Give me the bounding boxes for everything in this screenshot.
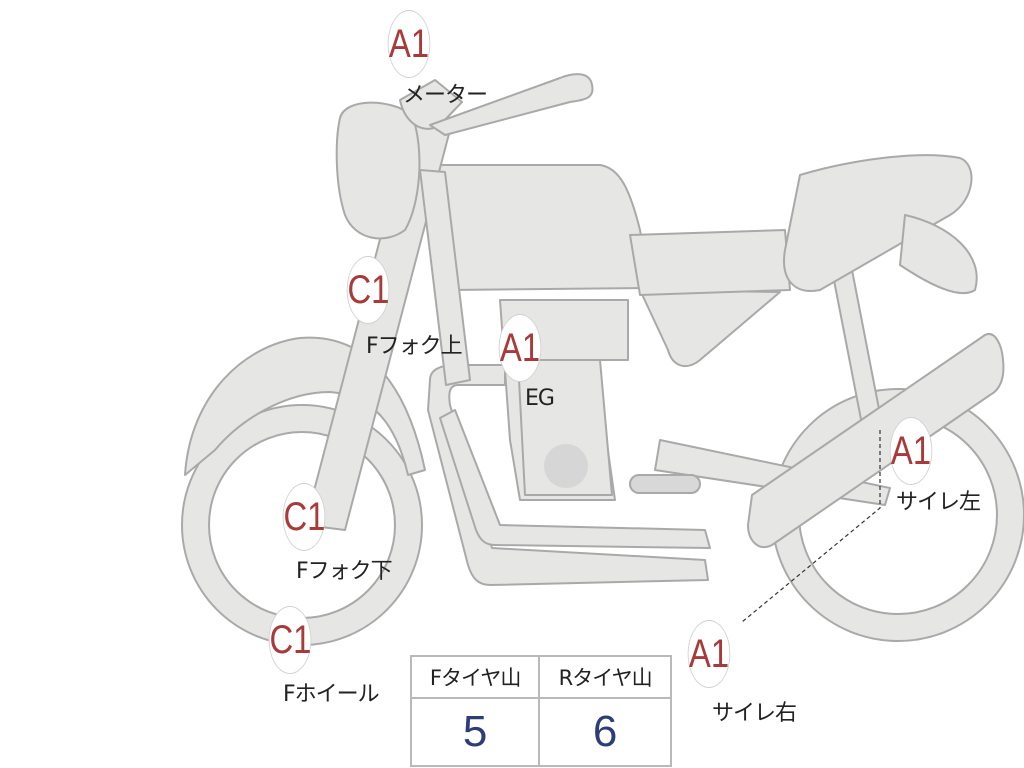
part-label-silencer-right: サイレ右	[712, 701, 797, 726]
grade-badge-meter: A1	[387, 10, 431, 78]
tail-cowl	[899, 214, 978, 295]
grade-badge-silencer-right: A1	[687, 620, 731, 688]
leader-line	[741, 430, 881, 623]
grade-badge-fork-lower: C1	[282, 483, 325, 551]
part-label-fork-upper: Fフォク上	[366, 334, 463, 359]
grade-badge-fork-upper: C1	[346, 256, 389, 324]
part-label-engine: EG	[525, 386, 555, 411]
grade-badge-engine: A1	[498, 314, 542, 382]
muffler	[747, 333, 1005, 548]
part-label-meter: メーター	[403, 83, 488, 108]
grade-badge-front-wheel: C1	[268, 606, 311, 674]
part-label-front-wheel: Fホイール	[283, 682, 380, 707]
rear-tire-tread-value: 6	[538, 697, 672, 767]
grade-badge-silencer-left: A1	[889, 417, 933, 485]
front-tire-tread-header: Fタイヤ山	[409, 655, 541, 699]
headlight	[335, 101, 421, 240]
side-cover	[639, 289, 781, 368]
seat	[783, 154, 973, 292]
rear-tire-tread-header: Rタイヤ山	[538, 655, 672, 699]
tire-tread-table: Fタイヤ山 Rタイヤ山 5 6	[409, 655, 672, 767]
front-tire-tread-value: 5	[409, 697, 541, 767]
meter-housing	[399, 79, 463, 130]
part-label-fork-lower: Fフォク下	[296, 559, 393, 584]
frame	[427, 364, 709, 586]
handlebar	[429, 73, 594, 136]
part-label-silencer-left: サイレ左	[896, 490, 981, 515]
fuel-tank	[437, 164, 651, 291]
